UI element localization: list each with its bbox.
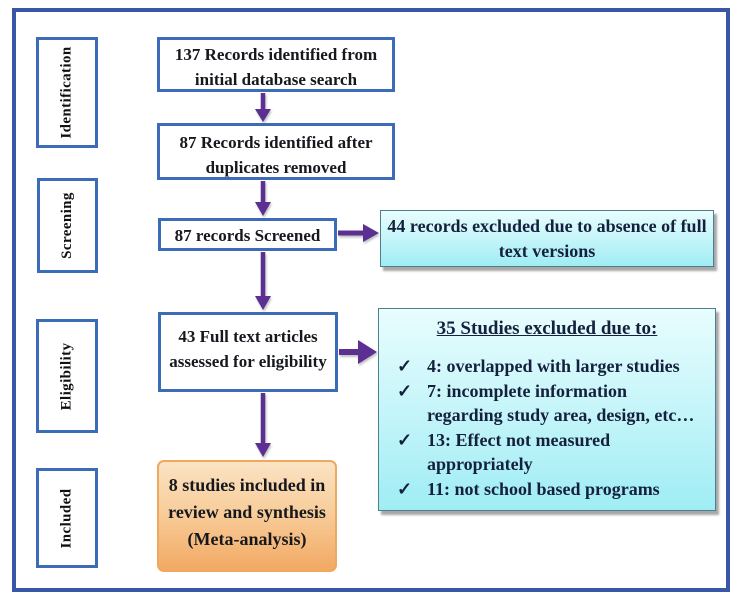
box-records-excluded: 44 records excluded due to absence of fu… [380, 210, 714, 267]
stage-label-eligibility: Eligibility [36, 319, 98, 433]
exclusion-reason-text: 7: incomplete information regarding stud… [427, 381, 695, 425]
box-studies-included: 8 studies included in review and synthes… [157, 460, 337, 572]
stage-label-included: Included [36, 468, 98, 568]
box-records-screened: 87 records Screened [158, 218, 337, 251]
box-studies-excluded: 35 Studies excluded due to: ✓ 4: overlap… [378, 308, 716, 511]
stage-label-identification: Identification [36, 37, 98, 148]
checkmark-icon: ✓ [397, 430, 413, 450]
box-duplicates-removed: 87 Records identified after duplicates r… [157, 123, 395, 180]
stage-label-text: Included [58, 488, 75, 548]
checkmark-icon: ✓ [397, 479, 413, 499]
exclusion-reason-item: ✓ 13: Effect not measured appropriately [397, 428, 705, 476]
exclusion-reason-item: ✓ 4: overlapped with larger studies [397, 354, 705, 378]
exclusion-reason-text: 4: overlapped with larger studies [427, 356, 680, 376]
exclusion-reason-text: 11: not school based programs [427, 479, 660, 499]
exclusion-reasons-list: ✓ 4: overlapped with larger studies ✓ 7:… [389, 354, 705, 501]
checkmark-icon: ✓ [397, 381, 413, 401]
stage-label-screening: Screening [37, 178, 98, 273]
exclusion-reason-text: 13: Effect not measured appropriately [427, 430, 611, 474]
box-records-identified: 137 Records identified from initial data… [157, 37, 395, 92]
stage-label-text: Identification [58, 46, 75, 139]
stage-label-text: Screening [59, 192, 75, 259]
box-fulltext-assessed: 43 Full text articles assessed for eligi… [158, 312, 338, 392]
checkmark-icon: ✓ [397, 356, 413, 376]
studies-excluded-heading: 35 Studies excluded due to: [436, 318, 658, 339]
stage-label-text: Eligibility [58, 342, 75, 410]
exclusion-reason-item: ✓ 7: incomplete information regarding st… [397, 379, 705, 427]
exclusion-reason-item: ✓ 11: not school based programs [397, 477, 705, 501]
